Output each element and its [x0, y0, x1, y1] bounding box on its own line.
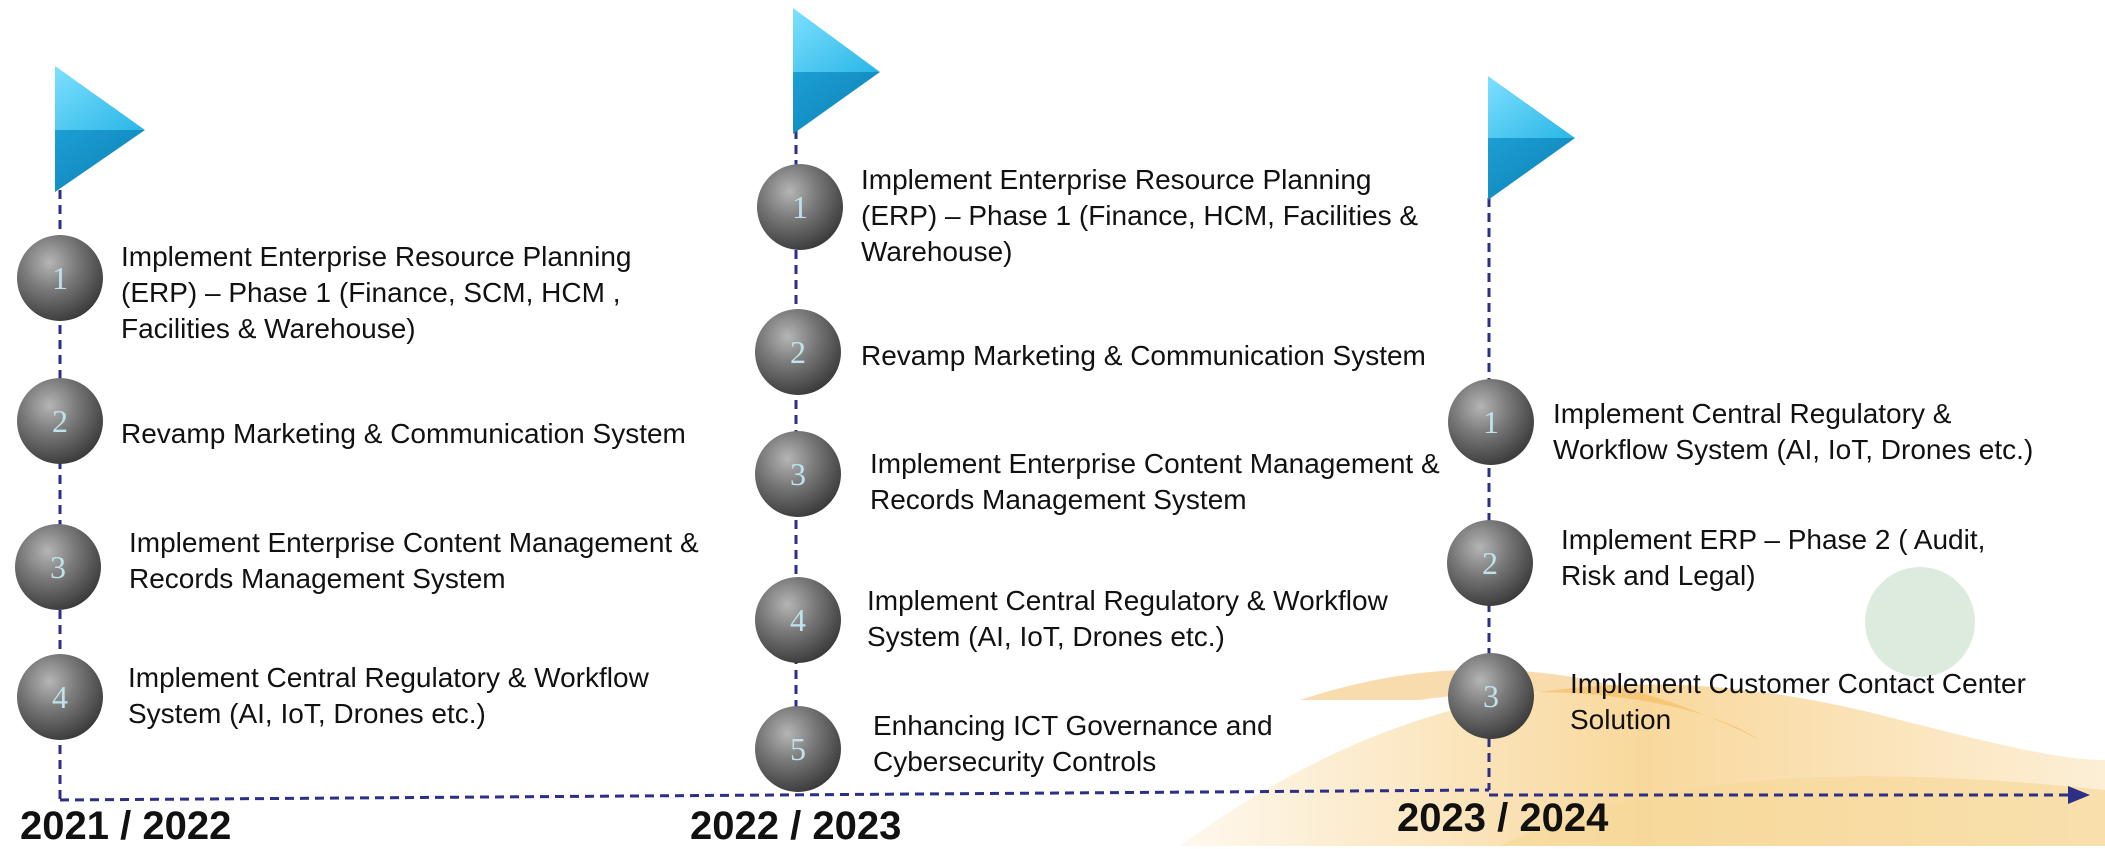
- item-number: 2: [52, 402, 68, 439]
- item-text: Implement Customer Contact Center Soluti…: [1570, 668, 2026, 735]
- decorative-circle: [1865, 567, 1975, 677]
- pennant-flag-icon: [1488, 76, 1575, 200]
- item-text: Revamp Marketing & Communication System: [861, 340, 1426, 371]
- numbered-sphere-icon: [1447, 379, 1534, 739]
- item-text: Implement Central Regulatory & Workflow …: [128, 662, 649, 729]
- item-text: Implement Central Regulatory & Workflow …: [1553, 398, 2034, 465]
- item-number: 4: [52, 678, 68, 715]
- year-label: 2022 / 2023: [690, 804, 902, 848]
- item-number: 3: [1483, 677, 1499, 714]
- item-text: Implement Enterprise Resource Planning (…: [861, 164, 1419, 267]
- pennant-flag-icon: [55, 66, 145, 192]
- item-number: 1: [792, 188, 808, 225]
- item-text: Enhancing ICT Governance and Cybersecuri…: [873, 710, 1273, 777]
- item-text: Implement Enterprise Content Management …: [129, 527, 699, 594]
- item-text: Implement Enterprise Resource Planning (…: [121, 241, 632, 344]
- item-text: Implement Central Regulatory & Workflow …: [867, 585, 1388, 652]
- item-number: 4: [790, 601, 806, 638]
- year-label: 2023 / 2024: [1397, 796, 1609, 840]
- arrow-right-icon: [2068, 786, 2090, 804]
- numbered-sphere-icon: [15, 235, 103, 740]
- item-text: Revamp Marketing & Communication System: [121, 418, 686, 449]
- item-number: 1: [1483, 403, 1499, 440]
- item-number: 3: [790, 455, 806, 492]
- item-number: 1: [52, 259, 68, 296]
- background-swoosh: [1180, 669, 2105, 846]
- timeline-axis: [59, 788, 1490, 802]
- item-text: Implement ERP – Phase 2 ( Audit, Risk an…: [1561, 524, 1986, 591]
- item-number: 3: [50, 548, 66, 585]
- item-number: 5: [790, 730, 806, 767]
- item-number: 2: [790, 333, 806, 370]
- pennant-flag-icon: [793, 8, 880, 134]
- item-number: 2: [1482, 544, 1498, 581]
- item-text: Implement Enterprise Content Management …: [870, 448, 1440, 515]
- numbered-sphere-icon: [755, 164, 843, 792]
- year-label: 2021 / 2022: [20, 804, 232, 848]
